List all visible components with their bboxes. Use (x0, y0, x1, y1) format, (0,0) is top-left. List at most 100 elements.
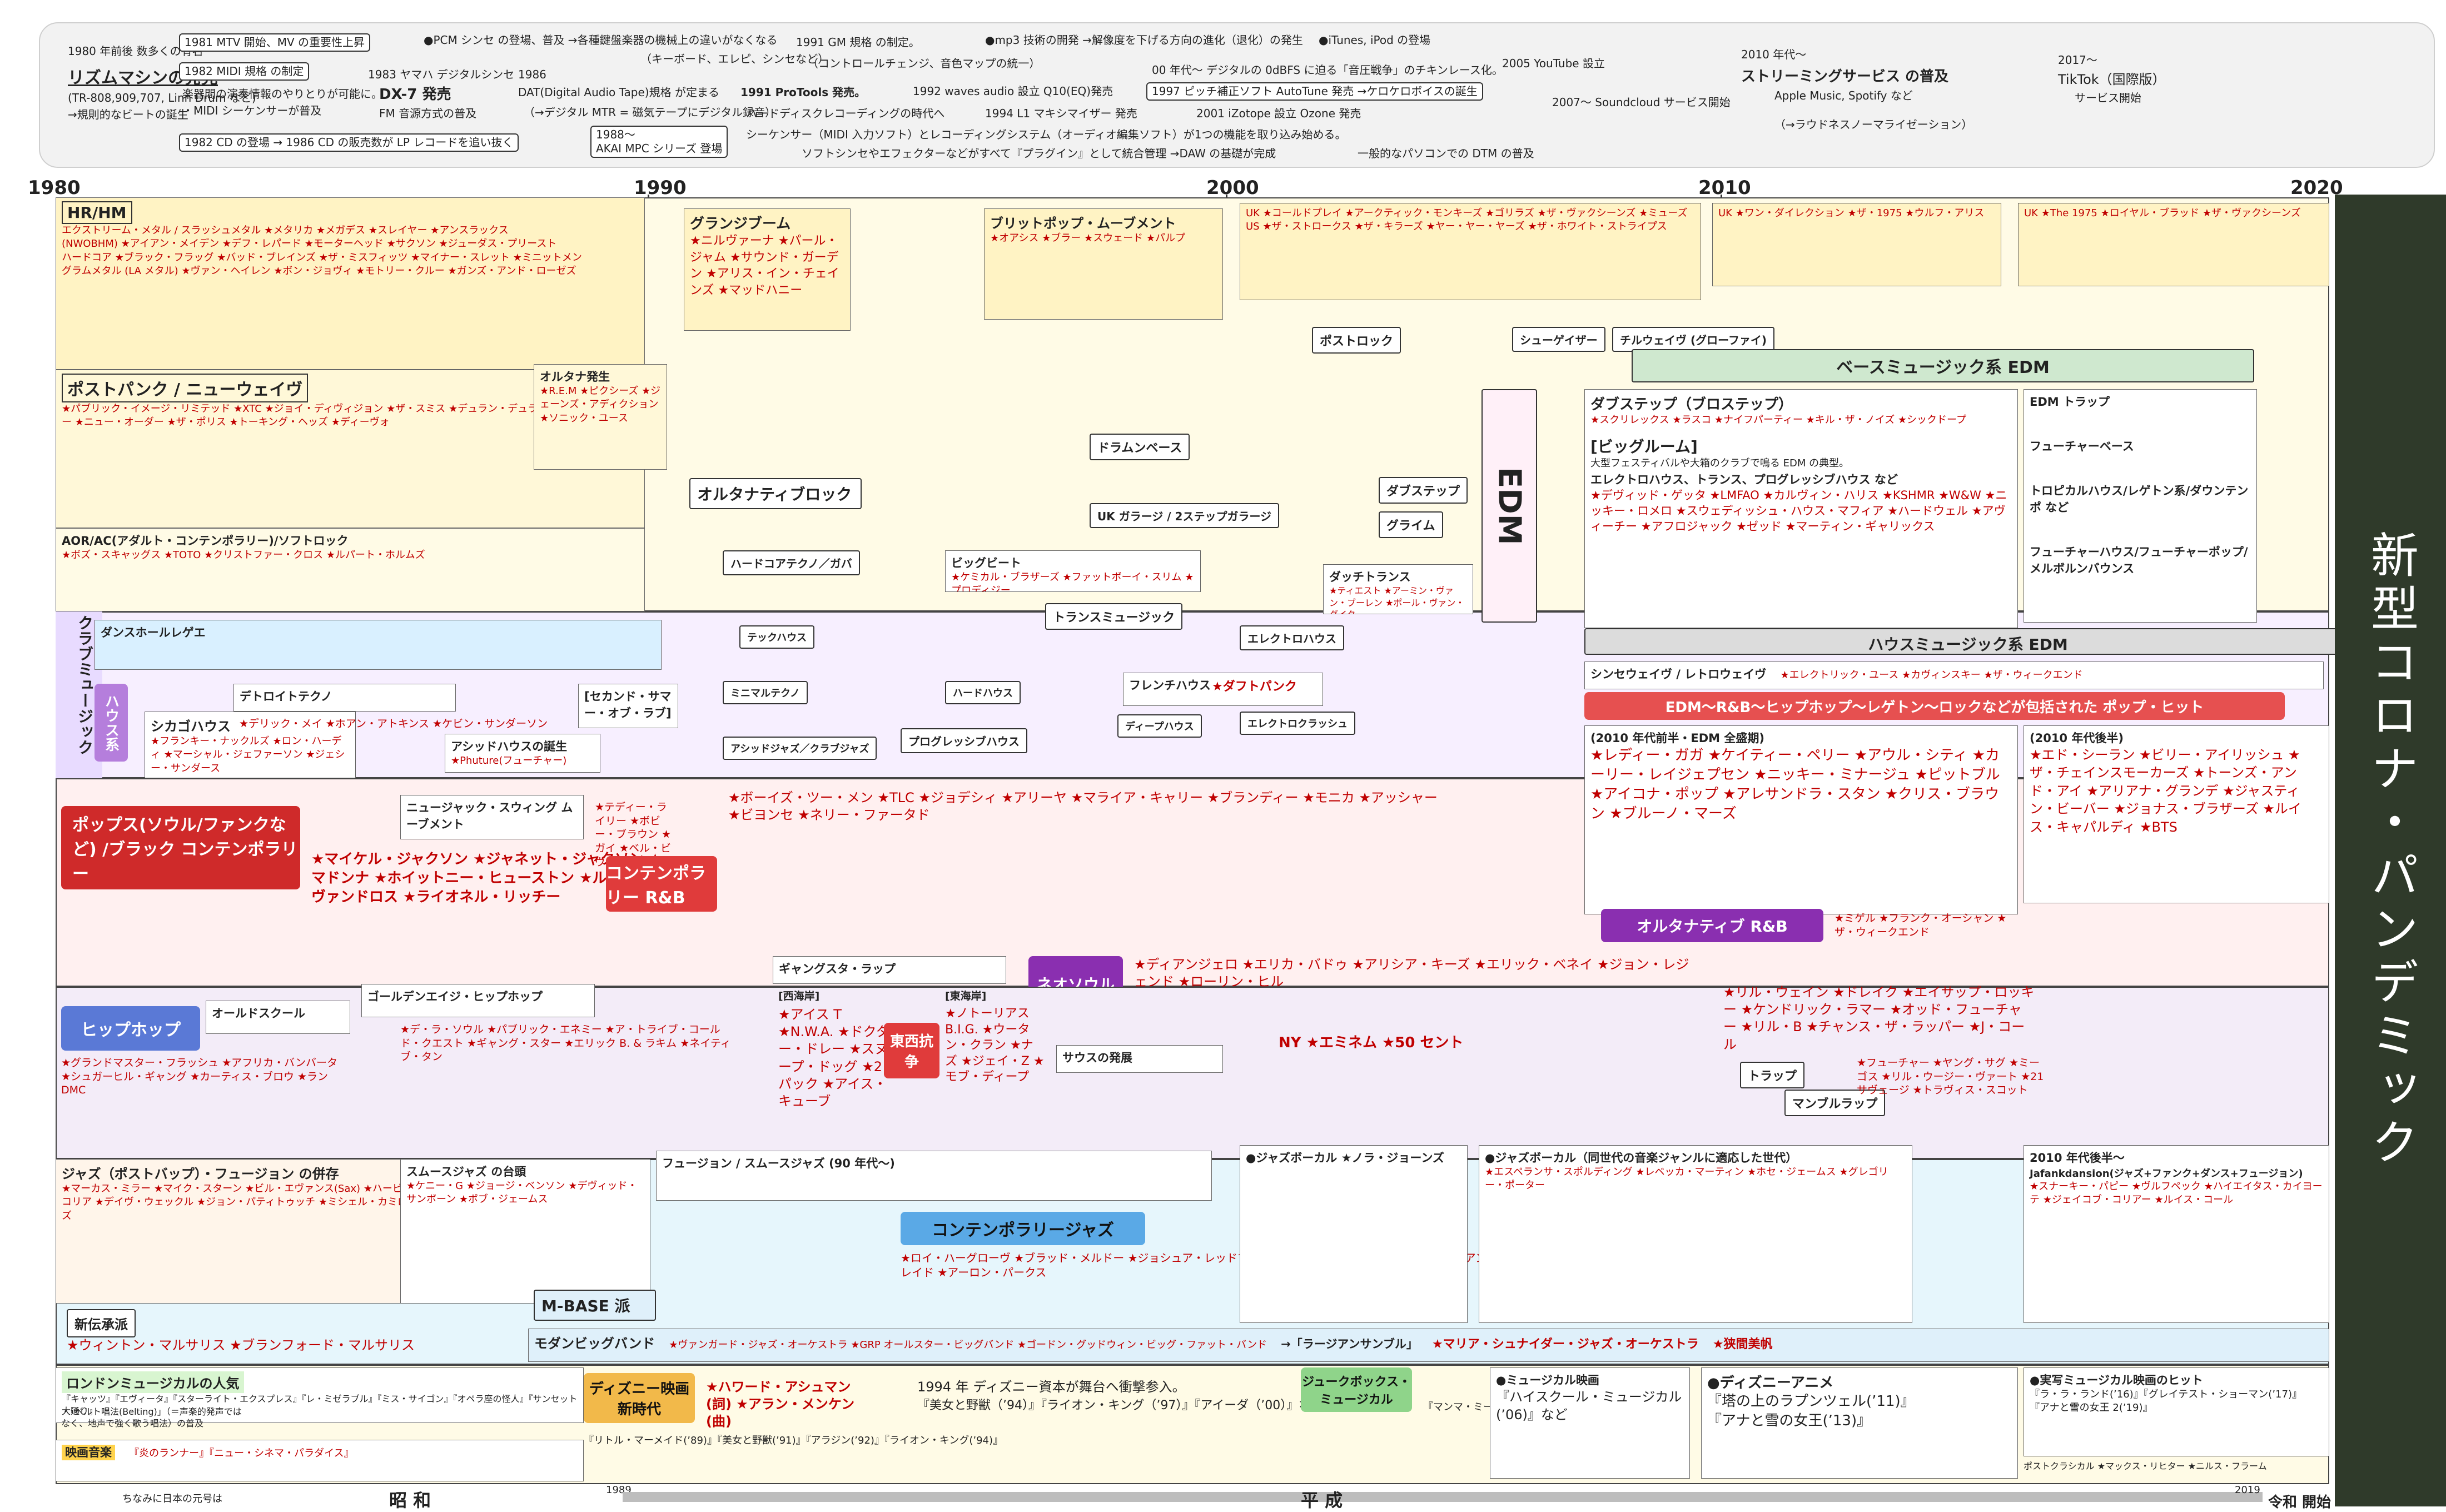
future-house-label: フューチャーハウス/フューチャーポップ/メルボルンバウンス (2030, 545, 2248, 575)
britpop-cell: ブリットポップ・ムーブメント ★オアシス ★ブラー ★スウェード ★パルプ (984, 208, 1223, 320)
musical-film-cell: ●実写ミュージカル映画のヒット 『ラ・ラ・ランド(’16)』『グレイテスト・ショ… (2024, 1367, 2329, 1456)
dx7-release: DX-7 発売 (379, 86, 451, 103)
synthwave-list: ★エレクトリック・ユース ★カヴィンスキー ★ザ・ウィークエンド (1780, 669, 2083, 681)
chicago-list: ★フランキー・ナックルズ ★ロン・ハーディ ★マーシャル・ジェファーソン ★ジェ… (151, 735, 345, 774)
fusion90-cell: フュージョン / スムースジャズ (90 年代〜) (656, 1151, 1212, 1201)
drake-list: ★リル・ウェイン ★ドレイク ★エイサップ・ロッキー ★ケンドリック・ラマー ★… (1723, 984, 2035, 1052)
prog-house-box: プログレッシブハウス (901, 728, 1027, 753)
covid-pandemic-bar: 新型コロナ・パンデミック (2335, 195, 2446, 1506)
hsm-label: ●ミュージカル映画 (1496, 1374, 1599, 1387)
house-edm-box: ハウスミュージック系 EDM (1584, 628, 2351, 655)
rhythm-machine-effect: →規則的なビートの誕生 (68, 108, 188, 121)
midi-detail: 楽器間の演奏情報のやりとりが可能に。 (182, 87, 382, 101)
jazz-newgen-cell: ●ジャズボーカル（同世代の音楽ジャンルに適応した世代） ★エスペランサ・スポルデ… (1479, 1145, 1912, 1323)
alt-born-list: ★R.E.M ★ピクシーズ ★ジェーンズ・アディクション ★ソニック・ユース (540, 385, 661, 424)
japanese-era-strip: ちなみに日本の元号は 昭 和 1989 平 成 2019 令和 開始 (0, 1484, 2335, 1511)
dutch-trance-list: ★ティエスト ★アーミン・ヴァン・ブーレン ★ポール・ヴァン・ダイク (1329, 585, 1465, 614)
hiphop-pill: ヒップホップ (61, 1006, 200, 1051)
soundcloud-event: 2007〜 Soundcloud サービス開始 (1552, 96, 1731, 109)
disney-anime-cell: ●ディズニーアニメ 『塔の上のラプンツェル(’11)』 『アナと雪の女王(’13… (1701, 1367, 2018, 1479)
disney-anime-1: 『塔の上のラプンツェル(’11)』 (1707, 1393, 1915, 1410)
oldschool-cell: オールドスクール (206, 1001, 350, 1034)
ny-list: NY ★エミネム ★50 セント (1279, 1034, 1464, 1051)
uk-2015-cell: UK ★The 1975 ★ロイヤル・ブラッド ★ザ・ヴァクシーンズ (2018, 203, 2329, 286)
synthwave-cell: シンセウェイヴ / レトロウェイヴ ★エレクトリック・ユース ★カヴィンスキー … (1584, 662, 2324, 689)
hardcore-techno-box: ハードコアテクノ／ガバ (723, 550, 860, 575)
deep-house-box: ディープハウス (1117, 714, 1202, 738)
pop-header-pill: ポップス(ソウル/ファンクなど) /ブラック コンテンポラリー (61, 806, 300, 889)
detroit-label: デトロイトテクノ (240, 690, 332, 703)
post-classical: ポストクラシカル ★マックス・リヒター ★ニルス・フラーム (2024, 1461, 2267, 1471)
altrock-box: オルタナティブロック (689, 478, 862, 509)
akai-event: 1988〜AKAI MPC シリーズ 登場 (590, 126, 728, 158)
nwobhm-list: (NWOBHM) ★アイアン・メイデン ★デフ・レパード ★モーターヘッド ★サ… (62, 238, 557, 250)
era-heisei: 平 成 (1301, 1490, 1343, 1511)
east-list: ★ノトーリアス B.I.G. ★ウータン・クラン ★ナズ ★ジェイ・Z ★モブ・… (945, 1007, 1045, 1085)
jazz-2010-label: 2010 年代後半〜 (2030, 1151, 2125, 1165)
streaming-event: ストリーミングサービス の普及 (1741, 68, 1949, 85)
jazz-vocal-cell: ●ジャズボーカル ★ノラ・ジョーンズ (1240, 1145, 1468, 1323)
jazz-newgen-label: ●ジャズボーカル（同世代の音楽ジャンルに適応した世代） (1485, 1151, 1798, 1165)
aor-cell: AOR/AC(アダルト・コンテンポラリー)/ソフトロック ★ボズ・スキャッグス … (56, 528, 645, 611)
mtv-event: 1981 MTV 開始、MV の重要性上昇 (179, 33, 371, 52)
jazz-vocal-label: ●ジャズボーカル ★ノラ・ジョーンズ (1246, 1151, 1444, 1165)
acid-label: アシッドハウスの誕生 (451, 740, 568, 753)
contemporary-jazz-pill: コンテンポラリージャズ (901, 1212, 1145, 1245)
chillwave-box: チルウェイヴ (グローファイ) (1612, 327, 1775, 352)
year-2010: 2010 (1698, 177, 1751, 199)
uk-2000s-list: UK ★コールドプレイ ★アークティック・モンキーズ ★ゴリラズ ★ザ・ヴァクシ… (1246, 207, 1688, 219)
postrock-box: ポストロック (1312, 327, 1401, 354)
house-pill: ハウス系 (95, 684, 128, 762)
frozen2: 『アナと雪の女王 2(’19)』 (2030, 1402, 2153, 1414)
disney-anime-2: 『アナと雪の女王(’13)』 (1707, 1412, 1872, 1430)
britpop-label: ブリットポップ・ムーブメント (990, 216, 1176, 231)
disney-list: ★ハワード・アシュマン(詞) ★アラン・メンケン(曲) (706, 1379, 855, 1430)
trance-box: トランスミュージック (1045, 603, 1183, 630)
drumnbass-box: ドラムンベース (1090, 434, 1190, 460)
newjack-label: ニュージャック・スウィング ムーブメント (406, 801, 573, 831)
golden-label: ゴールデンエイジ・ヒップホップ (367, 990, 543, 1003)
uk-us-2000s-cell: UK ★コールドプレイ ★アークティック・モンキーズ ★ゴリラズ ★ザ・ヴァクシ… (1240, 203, 1701, 300)
uk-2010-list: UK ★ワン・ダイレクション ★ザ・1975 ★ウルフ・アリス (1718, 207, 1985, 219)
london-cell: ロンドンミュージカルの人気 『キャッツ』『エヴィータ』『スターライト・エクスプレ… (56, 1367, 584, 1423)
alt-rnb-pill: オルタナティブ R&B (1601, 909, 1823, 942)
south-cell: サウスの発展 (1056, 1045, 1223, 1073)
cd-event: 1982 CD の登場 → 1986 CD の販売数が LP レコードを追い抜く (179, 133, 519, 152)
akai-mpc: AKAI MPC シリーズ 登場 (596, 142, 723, 155)
us-2000s-list: US ★ザ・ストロークス ★ザ・キラーズ ★ヤー・ヤー・ヤーズ ★ザ・ホワイト・… (1246, 221, 1667, 233)
grunge-label: グランジブーム (690, 216, 791, 232)
smooth-label: スムースジャズ の台頭 (406, 1165, 526, 1178)
alt-born-label: オルタナ発生 (540, 370, 610, 384)
pop-2020-list: ★エド・シーラン ★ビリー・アイリッシュ ★ザ・チェインスモーカーズ ★トーンズ… (2030, 747, 2301, 835)
heisei-bar (623, 1492, 2263, 1502)
pop-2020-label: (2010 年代後半) (2030, 732, 2124, 745)
pop-2010-label: (2010 年代前半・EDM 全盛期) (1590, 732, 1764, 745)
gangsta-cell: ギャングスタ・ラップ (773, 956, 1006, 984)
bigbeat-cell: ビッグビート ★ケミカル・ブラザーズ ★ファットボーイ・スリム ★プロディジー (945, 550, 1201, 592)
detroit-list: ★デリック・メイ ★ホアン・アトキンス ★ケビン・サンダーソン (239, 718, 548, 730)
waves-event: 1992 waves audio 設立 Q10(EQ)発売 (913, 84, 1113, 98)
tropical-label: トロピカルハウス/レゲトン系/ダウンテンポ など (2030, 484, 2249, 514)
bass-edm-box: ベースミュージック系 EDM (1632, 349, 2254, 382)
neo-trad-list: ★ウィントン・マルサリス ★ブランフォード・マルサリス (67, 1337, 415, 1353)
east-west-war-badge: 東西抗争 (884, 1023, 939, 1078)
jazz-2010-sub: Jafankdansion(ジャズ+ファンク+ダンス+フュージョン) (2030, 1168, 2303, 1180)
south-label: サウスの発展 (1062, 1051, 1132, 1065)
pcm-event: ●PCM シンセ の登場、普及 →各種鍵盤楽器の機械上の違いがなくなる (424, 33, 778, 47)
bigroom-desc: 大型フェスティバルや大箱のクラブで鳴る EDM の典型。 (1590, 457, 1850, 470)
french-house-cell: フレンチハウス (1123, 673, 1323, 706)
dubstep-list: ★スクリレックス ★ラスコ ★ナイフパーティー ★キル・ザ・ノイズ ★シックドー… (1590, 414, 1966, 426)
era-reiwa: 令和 開始 (2268, 1494, 2331, 1511)
summer-of-love-cell: [セカンド・サマー・オブ・ラブ] (578, 684, 678, 728)
izotope-event: 2001 iZotope 設立 Ozone 発売 (1196, 107, 1361, 120)
modern-bigband-cell: モダンビッグバンド ★ヴァンガード・ジャズ・オーケストラ ★GRP オールスター… (528, 1329, 2329, 1362)
disney-anime-label: ●ディズニーアニメ (1707, 1375, 1834, 1391)
modern-bigband-list: ★ヴァンガード・ジャズ・オーケストラ ★GRP オールスター・ビッグバンド ★ゴ… (669, 1339, 1267, 1351)
mbase-box: M-BASE 派 (534, 1290, 656, 1321)
west-list: ★アイス T ★N.W.A. ★ドクター・ドレー ★スヌープ・ドッグ ★2パック… (778, 1007, 889, 1109)
disney-films: 『リトル・マーメイド(’89)』『美女と野獣(’91)』『アラジン(’92)』『… (584, 1435, 1003, 1446)
chicago-label: シカゴハウス (151, 719, 231, 734)
dancehall-label: ダンスホールレゲエ (101, 626, 206, 639)
uk-2010-cell: UK ★ワン・ダイレクション ★ザ・1975 ★ウルフ・アリス (1712, 203, 2001, 286)
dat-year: 1986 (518, 68, 546, 81)
